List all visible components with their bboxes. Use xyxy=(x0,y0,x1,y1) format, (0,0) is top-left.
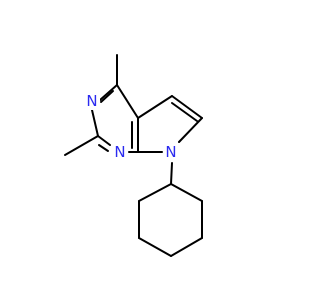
bond-cy3-cy4 xyxy=(170,237,203,257)
bond-c5-c6-double xyxy=(171,102,198,122)
bond-c5-c6 xyxy=(171,95,203,119)
bond-c2-methyl xyxy=(64,135,99,156)
bond-cy6-cy1 xyxy=(138,183,172,202)
bond-c4-n3-double xyxy=(100,90,114,103)
bond-c4a-c5 xyxy=(137,95,173,119)
bond-cy4-cy5 xyxy=(138,237,172,257)
atom-label-n3: N xyxy=(86,92,97,110)
bond-c2-n1-double xyxy=(98,144,109,152)
atom-label-n7: N xyxy=(165,143,176,161)
bond-n7-cyclohexyl xyxy=(170,162,173,185)
bond-c4-n3 xyxy=(99,84,118,101)
atom-n3: N xyxy=(84,92,100,110)
molecule-structure-diagram: N N N xyxy=(64,54,203,257)
atom-label-n1: N xyxy=(114,143,125,161)
bond-n3-c2 xyxy=(91,109,99,137)
bond-cy1-cy2 xyxy=(170,183,203,202)
bond-c6-n7 xyxy=(178,117,203,143)
bond-c2-n1 xyxy=(97,135,111,146)
atom-n1: N xyxy=(112,143,128,161)
bond-c4-c4a xyxy=(116,84,139,119)
atom-n7: N xyxy=(163,143,179,161)
